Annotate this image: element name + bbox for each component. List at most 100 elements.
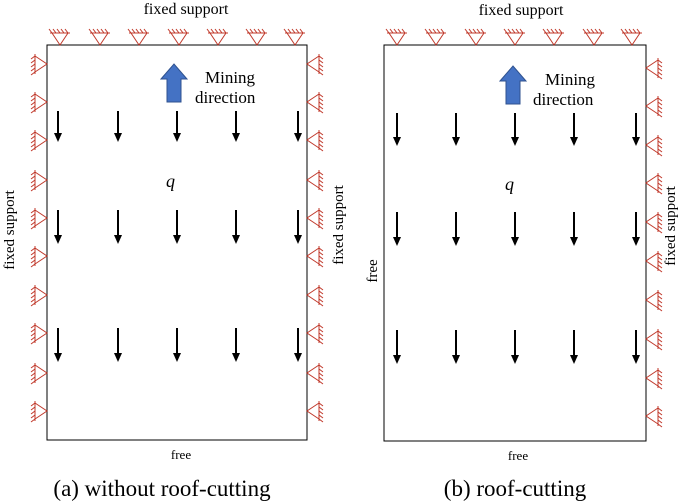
fixed-support-icon: [306, 285, 324, 307]
fixed-support-icon: [30, 323, 48, 345]
top-boundary-label: fixed support: [144, 1, 229, 18]
fixed-support-icon: [30, 246, 48, 268]
fixed-support-icon: [30, 208, 48, 230]
load-arrow-icon: [173, 111, 181, 142]
fixed-support-icon: [464, 28, 486, 46]
mining-label-line2: direction: [195, 88, 256, 107]
fixed-support-icon: [30, 285, 48, 307]
load-arrow-icon: [173, 328, 181, 362]
fixed-support-icon: [245, 28, 267, 46]
load-arrow-icon: [452, 212, 460, 246]
fixed-support-icon: [645, 135, 663, 157]
fixed-support-icon: [48, 28, 70, 46]
fixed-support-icon: [306, 170, 324, 192]
fixed-support-icon: [620, 28, 642, 46]
top-boundary-label: fixed support: [479, 2, 564, 19]
fixed-support-icon: [30, 170, 48, 192]
fixed-support-icon: [283, 28, 305, 46]
load-arrow-icon: [511, 212, 519, 246]
fixed-support-icon: [127, 28, 149, 46]
load-arrow-icon: [632, 330, 640, 364]
load-arrow-icon: [294, 328, 302, 362]
mining-label-line2: direction: [533, 90, 594, 109]
load-symbol: q: [166, 171, 175, 191]
load-arrow-icon: [570, 212, 578, 246]
load-arrow-icon: [114, 210, 122, 244]
load-arrow-icon: [232, 210, 240, 244]
load-arrow-icon: [452, 330, 460, 364]
fixed-support-icon: [645, 58, 663, 80]
left-boundary-label: free: [365, 259, 381, 283]
load-arrow-icon: [294, 210, 302, 244]
fixed-support-icon: [88, 28, 110, 46]
load-arrow-icon: [632, 212, 640, 246]
load-arrow-icon: [452, 113, 460, 146]
fixed-support-icon: [306, 246, 324, 268]
mining-direction-icon: [159, 63, 189, 103]
fixed-support-icon: [306, 323, 324, 345]
panel-caption: (a) without roof-cutting: [53, 476, 271, 501]
panel-caption: (b) roof-cutting: [444, 476, 587, 501]
fixed-support-icon: [306, 92, 324, 114]
mining-label-line1: Mining: [545, 70, 596, 89]
fixed-support-icon: [306, 54, 324, 76]
load-arrow-icon: [232, 111, 240, 142]
fixed-support-icon: [645, 251, 663, 273]
load-arrow-icon: [570, 330, 578, 364]
load-arrow-icon: [54, 210, 62, 244]
bottom-boundary-label: free: [171, 447, 191, 462]
fixed-support-icon: [582, 28, 604, 46]
left-fixed-supports: [30, 54, 48, 423]
load-arrow-icon: [114, 328, 122, 362]
fixed-support-icon: [385, 28, 407, 46]
load-arrow-icon: [632, 113, 640, 146]
fixed-support-icon: [30, 401, 48, 423]
right-fixed-supports: [306, 54, 324, 423]
distributed-load-arrows: [393, 113, 640, 364]
load-arrow-icon: [232, 328, 240, 362]
right-fixed-supports: [645, 58, 663, 428]
fixed-support-icon: [424, 28, 446, 46]
fixed-support-icon: [30, 363, 48, 385]
fixed-support-icon: [645, 329, 663, 351]
distributed-load-arrows: [54, 111, 302, 362]
panel-without-roof-cutting: Mining direction q fixed support free fi…: [2, 1, 347, 501]
load-arrow-icon: [393, 212, 401, 246]
fixed-support-icon: [645, 406, 663, 428]
fixed-support-icon: [503, 28, 525, 46]
fixed-support-icon: [206, 28, 228, 46]
fixed-support-icon: [30, 54, 48, 76]
fixed-support-icon: [30, 130, 48, 152]
load-arrow-icon: [511, 330, 519, 364]
fixed-support-icon: [645, 96, 663, 118]
load-symbol: q: [505, 174, 514, 194]
fixed-support-icon: [306, 208, 324, 230]
plate-boundary: [46, 44, 308, 441]
load-arrow-icon: [393, 113, 401, 146]
fixed-support-icon: [30, 92, 48, 114]
fixed-support-icon: [645, 368, 663, 390]
right-boundary-label: fixed support: [663, 185, 679, 265]
load-arrow-icon: [570, 113, 578, 146]
fixed-support-icon: [542, 28, 564, 46]
left-boundary-label: fixed support: [2, 189, 18, 269]
bottom-boundary-label: free: [508, 448, 528, 463]
fixed-support-icon: [645, 290, 663, 312]
right-boundary-label: fixed support: [331, 184, 347, 264]
mining-direction-icon: [498, 65, 528, 105]
load-arrow-icon: [54, 111, 62, 142]
fixed-support-icon: [306, 363, 324, 385]
fixed-support-icon: [306, 130, 324, 152]
load-arrow-icon: [393, 330, 401, 364]
load-arrow-icon: [511, 113, 519, 146]
panel-roof-cutting: Mining direction q fixed support free fr…: [365, 2, 679, 501]
top-fixed-supports: [385, 28, 642, 46]
fixed-support-icon: [645, 212, 663, 234]
fixed-support-icon: [306, 401, 324, 423]
top-fixed-supports: [48, 28, 305, 46]
load-arrow-icon: [294, 111, 302, 142]
load-arrow-icon: [173, 210, 181, 244]
mining-label-line1: Mining: [205, 68, 256, 87]
fixed-support-icon: [167, 28, 189, 46]
